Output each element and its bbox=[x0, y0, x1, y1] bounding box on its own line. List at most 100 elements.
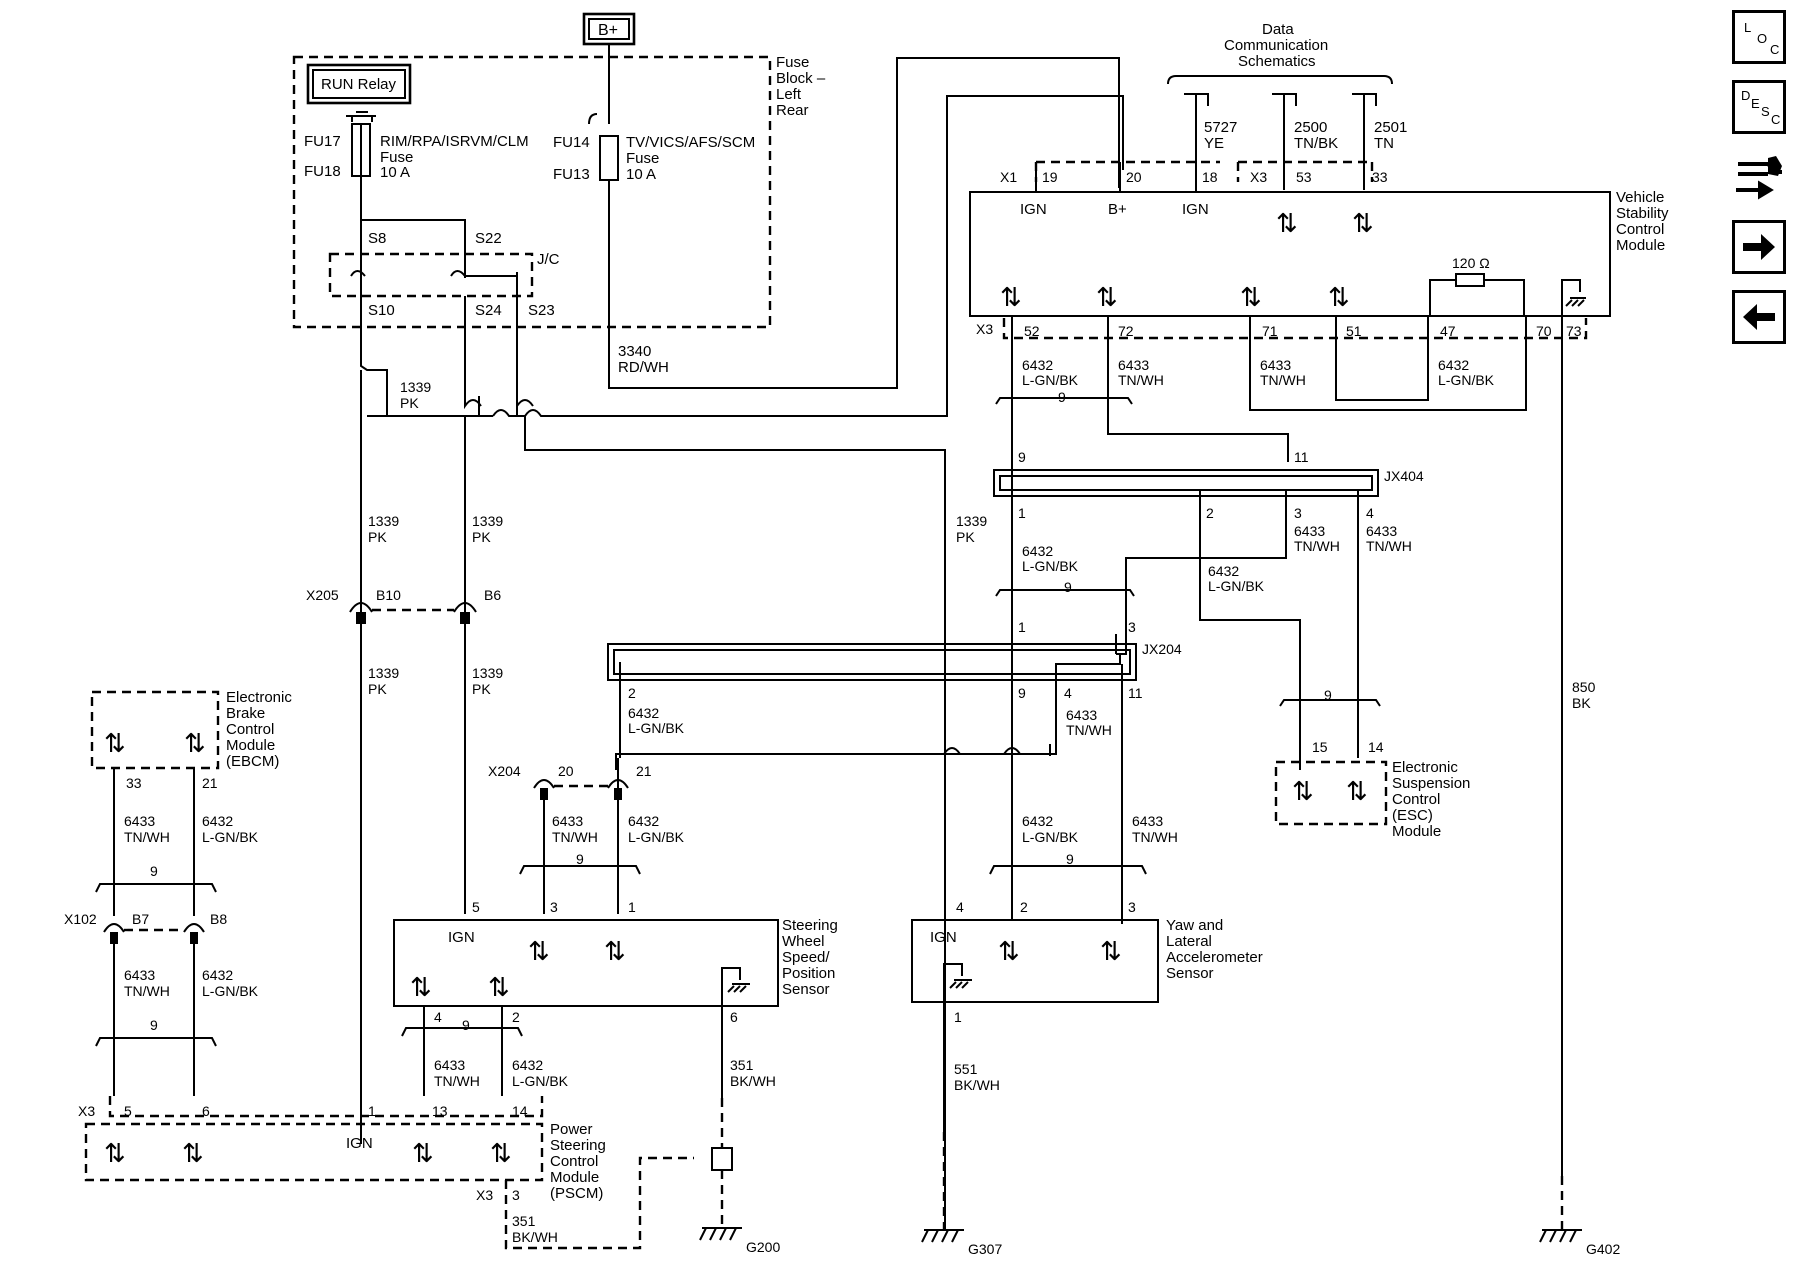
arrow-left-icon bbox=[1743, 304, 1775, 330]
svg-text:Power: Power bbox=[550, 1121, 593, 1138]
svg-text:X102: X102 bbox=[64, 911, 97, 927]
svg-text:J/C: J/C bbox=[537, 251, 560, 268]
svg-text:BK/WH: BK/WH bbox=[512, 1229, 558, 1245]
svg-text:B+: B+ bbox=[1108, 201, 1127, 218]
svg-text:4: 4 bbox=[956, 899, 964, 915]
svg-text:B7: B7 bbox=[132, 911, 149, 927]
bidirectional-arrow-icon: ⇅ bbox=[998, 937, 1020, 967]
svg-text:Fuse: Fuse bbox=[626, 150, 659, 167]
svg-text:(EBCM): (EBCM) bbox=[226, 753, 279, 770]
svg-text:1339: 1339 bbox=[956, 513, 987, 529]
svg-text:Left: Left bbox=[776, 86, 802, 103]
svg-text:TN/BK: TN/BK bbox=[1294, 135, 1338, 152]
svg-text:6432: 6432 bbox=[628, 705, 659, 721]
esc-module: 15 14 ⇅ ⇅ Electronic Suspension Control … bbox=[1274, 739, 1470, 840]
svg-text:BK: BK bbox=[1572, 695, 1591, 711]
svg-text:FU13: FU13 bbox=[553, 166, 590, 183]
svg-text:11: 11 bbox=[1294, 449, 1309, 465]
svg-text:Suspension: Suspension bbox=[1392, 775, 1470, 792]
svg-text:9: 9 bbox=[150, 1017, 158, 1033]
bidirectional-arrow-icon: ⇅ bbox=[412, 1139, 434, 1169]
svg-text:1339: 1339 bbox=[472, 513, 503, 529]
svg-text:52: 52 bbox=[1024, 323, 1040, 339]
svg-text:2: 2 bbox=[1206, 505, 1214, 521]
svg-text:YE: YE bbox=[1204, 135, 1224, 152]
svg-text:TN/WH: TN/WH bbox=[1260, 372, 1306, 388]
svg-text:Stability: Stability bbox=[1616, 205, 1669, 222]
bidirectional-arrow-icon: ⇅ bbox=[1276, 209, 1298, 239]
svg-text:IGN: IGN bbox=[1182, 201, 1209, 218]
svg-text:6433: 6433 bbox=[1118, 357, 1149, 373]
svg-text:TN/WH: TN/WH bbox=[124, 829, 170, 845]
svg-text:9: 9 bbox=[1066, 851, 1074, 867]
svg-text:6: 6 bbox=[202, 1103, 210, 1119]
svg-text:Vehicle: Vehicle bbox=[1616, 189, 1664, 206]
svg-text:18: 18 bbox=[1202, 169, 1218, 185]
svg-text:2: 2 bbox=[512, 1009, 520, 1025]
svg-text:TN/WH: TN/WH bbox=[1066, 722, 1112, 738]
svg-text:6433: 6433 bbox=[124, 967, 155, 983]
svg-text:Electronic: Electronic bbox=[1392, 759, 1458, 776]
svg-text:X204: X204 bbox=[488, 763, 521, 779]
svg-text:B10: B10 bbox=[376, 587, 401, 603]
svg-text:6432: 6432 bbox=[202, 967, 233, 983]
svg-text:2501: 2501 bbox=[1374, 119, 1407, 136]
description-button[interactable]: D E S C bbox=[1732, 80, 1786, 134]
svg-text:70: 70 bbox=[1536, 323, 1552, 339]
svg-text:PK: PK bbox=[400, 395, 419, 411]
svg-text:X3: X3 bbox=[476, 1187, 493, 1203]
svg-text:6432: 6432 bbox=[1208, 563, 1239, 579]
svg-text:Sensor: Sensor bbox=[1166, 965, 1214, 982]
svg-text:TN/WH: TN/WH bbox=[1366, 538, 1412, 554]
svg-text:9: 9 bbox=[462, 1017, 470, 1033]
svg-text:10 A: 10 A bbox=[380, 164, 410, 181]
svg-text:RIM/RPA/ISRVM/CLM: RIM/RPA/ISRVM/CLM bbox=[380, 133, 529, 150]
svg-text:6432: 6432 bbox=[1022, 543, 1053, 559]
svg-text:L-GN/BK: L-GN/BK bbox=[1208, 578, 1265, 594]
svg-text:(ESC): (ESC) bbox=[1392, 807, 1433, 824]
svg-text:FU14: FU14 bbox=[553, 134, 590, 151]
steering-wheel-position-sensor: 5 3 1 IGN ⇅ ⇅ ⇅ ⇅ Steering Wheel Speed/ … bbox=[393, 899, 838, 1255]
svg-text:Fuse: Fuse bbox=[380, 149, 413, 166]
bplus-label: B+ bbox=[598, 22, 618, 39]
svg-text:Block –: Block – bbox=[776, 70, 826, 87]
svg-text:X1: X1 bbox=[1000, 169, 1017, 185]
svg-text:L-GN/BK: L-GN/BK bbox=[628, 829, 685, 845]
svg-text:X3: X3 bbox=[976, 321, 993, 337]
svg-text:4: 4 bbox=[1366, 505, 1374, 521]
svg-text:Rear: Rear bbox=[776, 102, 809, 119]
svg-text:6432: 6432 bbox=[512, 1057, 543, 1073]
jx404-splice: JX404 9 11 1 2 3 4 6433 TN/WH 6433 TN/WH… bbox=[993, 449, 1424, 920]
x204-connector: X204 20 21 6433 TN/WH 6432 L-GN/BK 9 bbox=[488, 758, 685, 914]
bidirectional-arrow-icon: ⇅ bbox=[104, 1139, 126, 1169]
svg-text:Speed/: Speed/ bbox=[782, 949, 830, 966]
location-button[interactable]: L O C bbox=[1732, 10, 1786, 64]
svg-text:IGN: IGN bbox=[1020, 201, 1047, 218]
svg-text:Control: Control bbox=[550, 1153, 598, 1170]
svg-text:TN/WH: TN/WH bbox=[552, 829, 598, 845]
svg-text:21: 21 bbox=[636, 763, 652, 779]
svg-text:13: 13 bbox=[432, 1103, 448, 1119]
previous-arrow-button[interactable] bbox=[1732, 290, 1786, 344]
svg-text:1: 1 bbox=[628, 899, 636, 915]
svg-text:4: 4 bbox=[1064, 685, 1072, 701]
svg-text:Electronic: Electronic bbox=[226, 689, 292, 706]
svg-text:S24: S24 bbox=[475, 302, 502, 319]
svg-text:6432: 6432 bbox=[1022, 813, 1053, 829]
next-arrow-button[interactable] bbox=[1732, 220, 1786, 274]
svg-text:3: 3 bbox=[1294, 505, 1302, 521]
svg-text:11: 11 bbox=[1128, 685, 1143, 701]
svg-text:3: 3 bbox=[1128, 899, 1136, 915]
svg-text:TN: TN bbox=[1374, 135, 1394, 152]
svg-text:351: 351 bbox=[512, 1213, 536, 1229]
bidirectional-arrow-icon: ⇅ bbox=[528, 937, 550, 967]
svg-text:Brake: Brake bbox=[226, 705, 265, 722]
power-wiring bbox=[350, 57, 1124, 1230]
bidirectional-arrow-icon: ⇅ bbox=[1240, 283, 1262, 313]
svg-text:6433: 6433 bbox=[1294, 523, 1325, 539]
connector-wrench-icon[interactable] bbox=[1732, 150, 1786, 204]
svg-text:72: 72 bbox=[1118, 323, 1134, 339]
svg-text:9: 9 bbox=[1324, 687, 1332, 703]
svg-text:53: 53 bbox=[1296, 169, 1312, 185]
